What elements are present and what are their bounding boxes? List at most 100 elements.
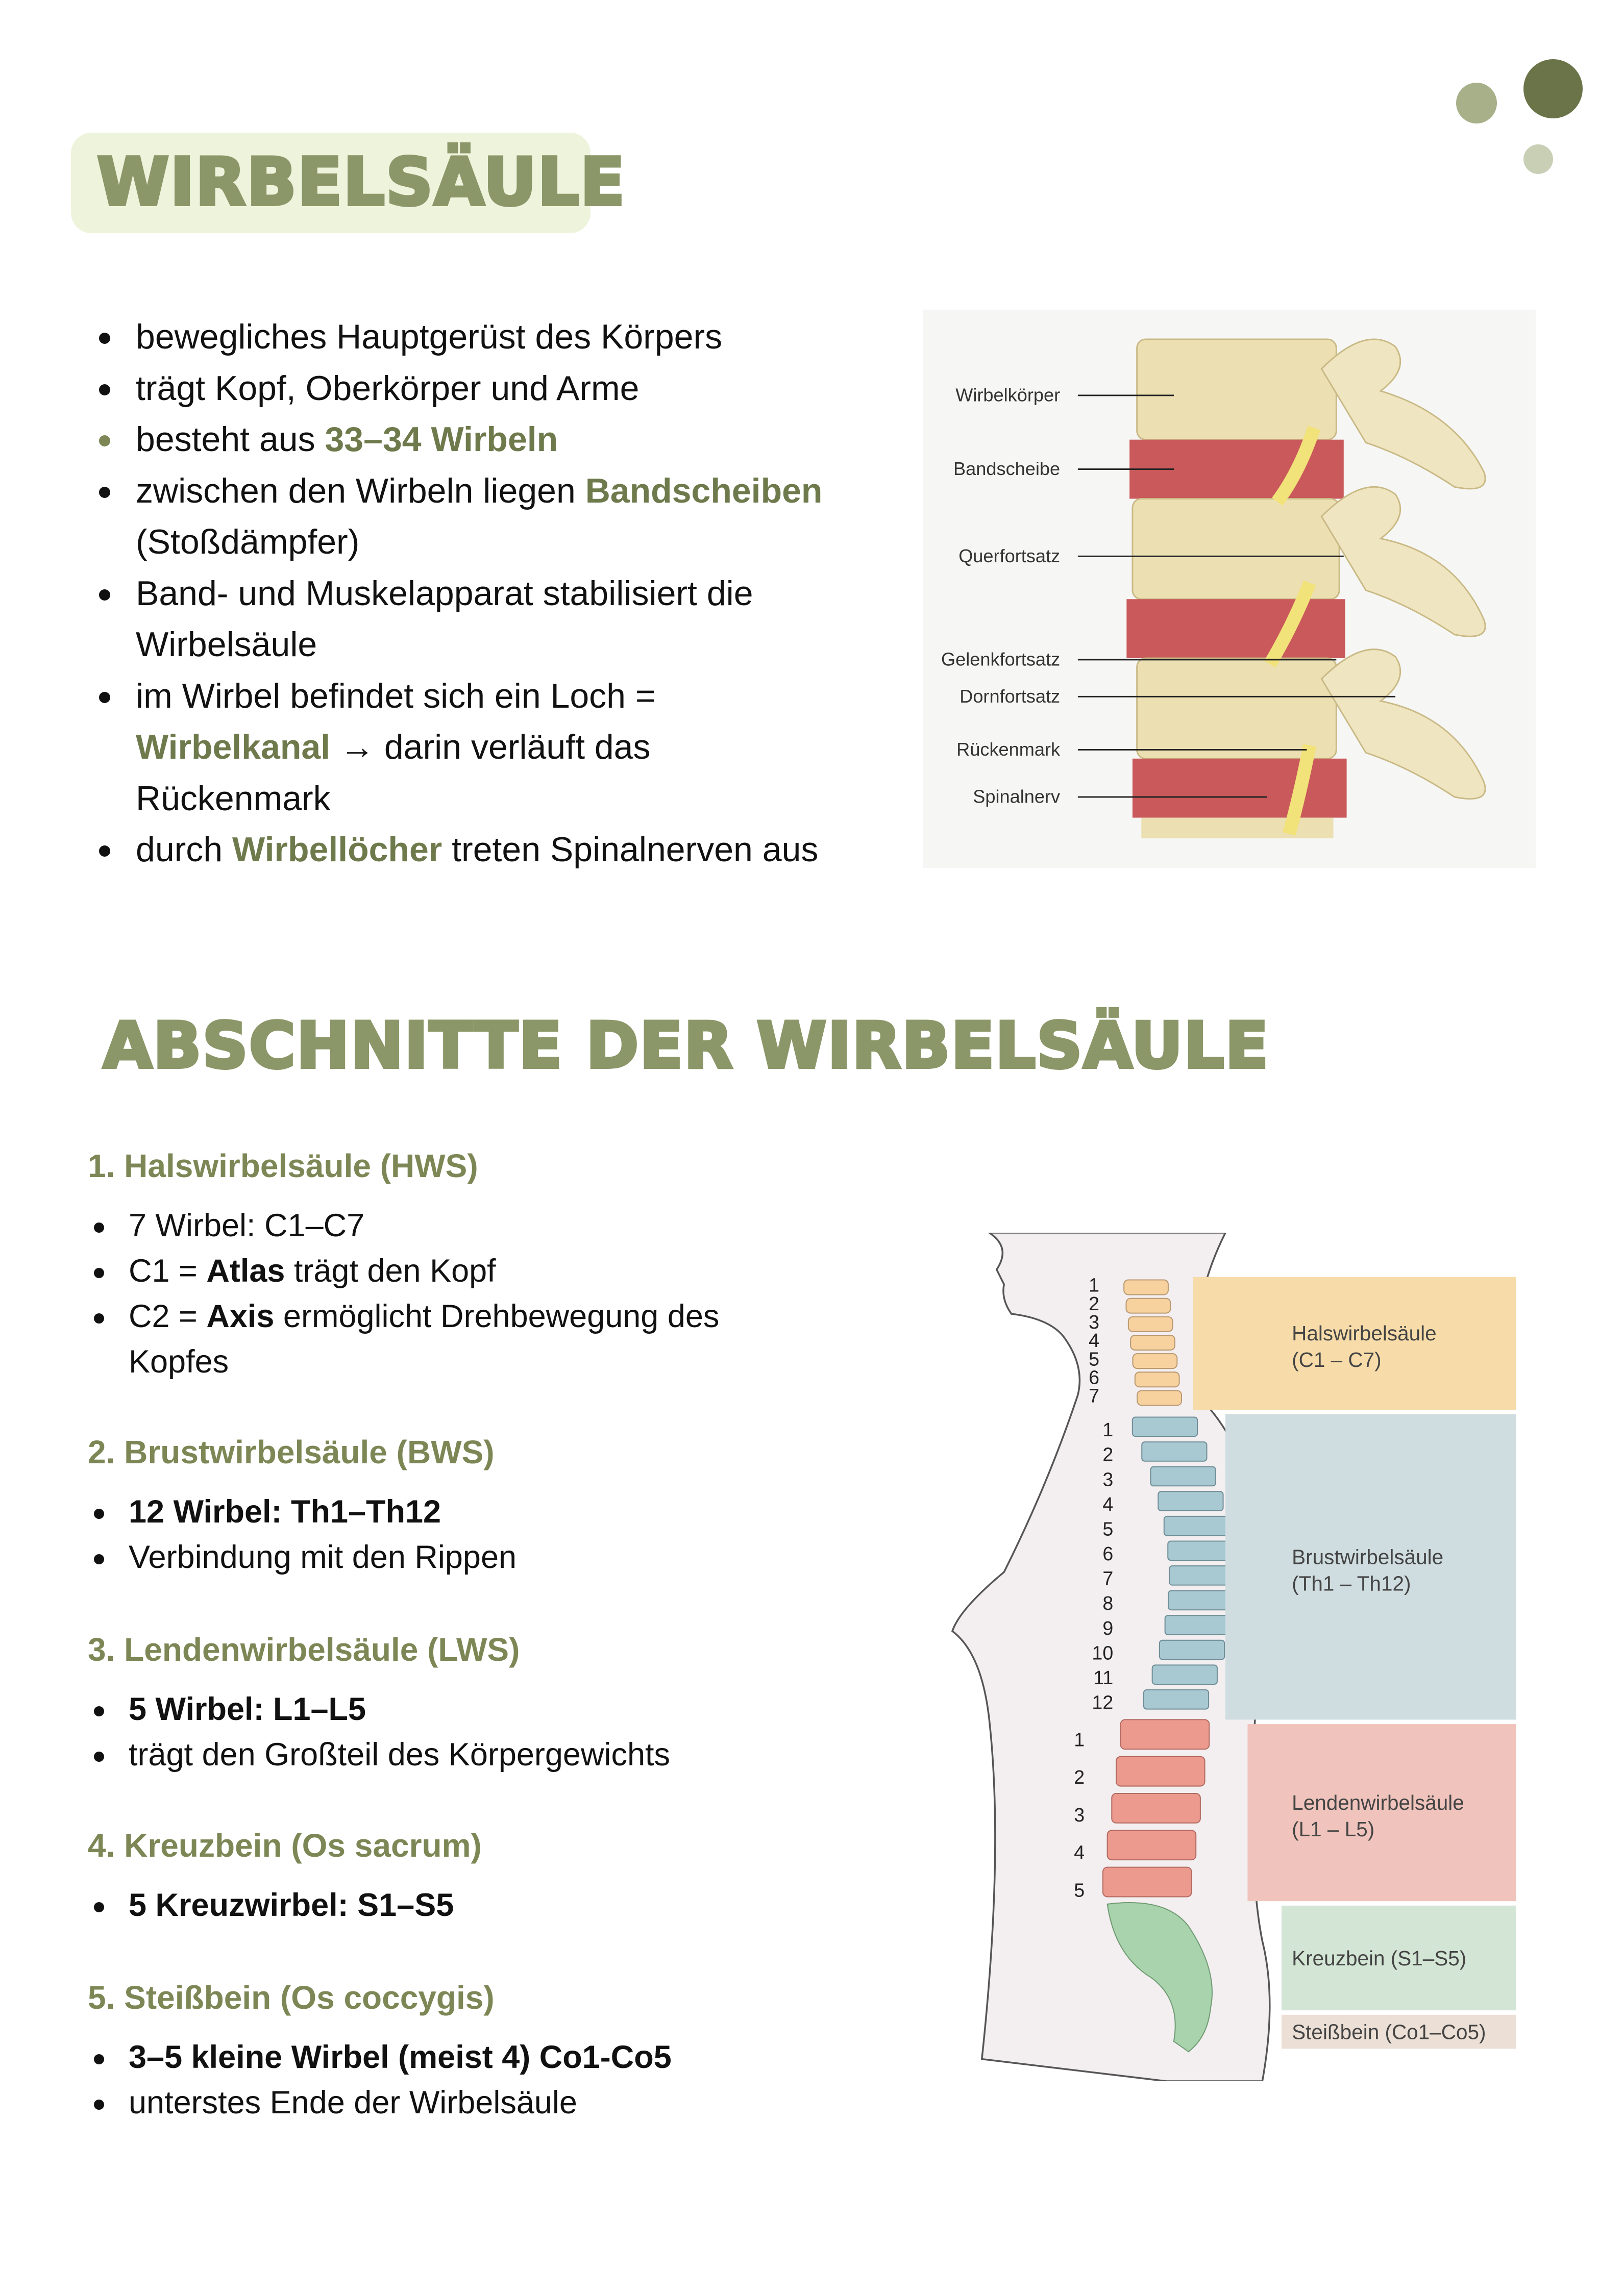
sections-heading: ABSCHNITTE DER WIRBELSÄULE xyxy=(102,1008,1270,1084)
lumbar-vertebra xyxy=(1111,1793,1201,1824)
lumbar-vertebra xyxy=(1106,1830,1197,1861)
thoracic-vertebra xyxy=(1141,1441,1208,1462)
sacrum xyxy=(1106,1902,1213,2053)
thoracic-vertebra xyxy=(1151,1664,1218,1685)
region-box xyxy=(1281,1905,1516,2011)
diagram-label: Wirbelkörper xyxy=(955,384,1060,405)
thoracic-vertebra xyxy=(1150,1466,1216,1487)
list-item: im Wirbel befindet sich ein Loch =Wirbel… xyxy=(97,670,822,825)
text: Kopfes xyxy=(129,1344,229,1380)
decor-dot-small xyxy=(1523,144,1553,174)
text: treten Spinalnerven aus xyxy=(442,830,819,869)
intro-list: bewegliches Hauptgerüst des Körpers trägt… xyxy=(97,311,822,876)
diagram-label: Querfortsatz xyxy=(958,545,1060,566)
region-name: Lendenwirbelsäule xyxy=(1292,1791,1464,1814)
cervical-vertebra xyxy=(1125,1297,1171,1314)
text: trägt den Großteil des Körpergewichts xyxy=(129,1737,671,1773)
text: → darin verläuft das xyxy=(330,728,651,766)
text: Wirbelsäule xyxy=(136,625,317,664)
vertebra-number: 10 xyxy=(1092,1642,1113,1663)
text: trägt den Kopf xyxy=(285,1253,496,1289)
list-item: 3–5 kleine Wirbel (meist 4) Co1-Co5 xyxy=(88,2035,672,2080)
vertebra-number: 8 xyxy=(1102,1592,1113,1614)
region-box xyxy=(1281,2014,1516,2049)
vertebra-number: 5 xyxy=(1089,1348,1099,1369)
text: bewegliches Hauptgerüst des Körpers xyxy=(136,317,723,356)
spine-regions-diagram: Halswirbelsäule (C1 – C7) Brustwirbelsäule… xyxy=(951,1233,1516,2081)
region-name: Halswirbelsäule xyxy=(1292,1321,1437,1345)
text: (Stoßdämpfer) xyxy=(136,522,360,561)
list-item: 5 Kreuzwirbel: S1–S5 xyxy=(88,1883,482,1928)
vertebra-diagram: WirbelkörperBandscheibeQuerfortsatzGelen… xyxy=(923,310,1536,868)
diagram-label: Bandscheibe xyxy=(953,458,1060,479)
cervical-vertebra xyxy=(1130,1334,1175,1351)
list-item: trägt Kopf, Oberkörper und Arme xyxy=(97,363,822,414)
section-heading: 5. Steißbein (Os coccygis) xyxy=(88,1979,495,2016)
section-block: 2. Brustwirbelsäule (BWS)12 Wirbel: Th1–… xyxy=(88,1429,516,1580)
region-range: (C1 – C7) xyxy=(1292,1348,1381,1371)
list-item: besteht aus 33–34 Wirbeln xyxy=(97,414,822,465)
thoracic-vertebra xyxy=(1169,1565,1235,1586)
thoracic-vertebra xyxy=(1131,1416,1198,1437)
section-block: 3. Lendenwirbelsäule (LWS)5 Wirbel: L1–L… xyxy=(88,1627,670,1778)
lumbar-vertebra xyxy=(1102,1866,1192,1898)
vertebra-number: 2 xyxy=(1102,1444,1113,1465)
list-item: 12 Wirbel: Th1–Th12 xyxy=(88,1489,516,1535)
section-list: 5 Kreuzwirbel: S1–S5 xyxy=(88,1883,482,1928)
spine-illustration xyxy=(1102,1279,1235,2053)
lumbar-vertebra xyxy=(1120,1719,1210,1750)
vertebra-number: 5 xyxy=(1074,1879,1085,1901)
cervical-vertebra xyxy=(1134,1371,1180,1388)
vertebra-number: 7 xyxy=(1102,1568,1113,1589)
vertebra-number: 11 xyxy=(1093,1667,1113,1688)
thoracic-vertebra xyxy=(1167,1540,1234,1561)
bold-text: Wirbellöcher xyxy=(232,830,442,869)
vertebra-number: 4 xyxy=(1074,1842,1085,1863)
lumbar-vertebra xyxy=(1116,1756,1205,1787)
text: besteht aus xyxy=(136,420,325,459)
text: ermöglicht Drehbewegung des xyxy=(274,1299,720,1334)
vertebra-number: 2 xyxy=(1089,1293,1099,1314)
text: Rückenmark xyxy=(136,779,331,818)
region-range: (L1 – L5) xyxy=(1292,1817,1374,1841)
region-name: Brustwirbelsäule xyxy=(1292,1545,1443,1568)
bold-text: 5 Wirbel: L1–L5 xyxy=(129,1691,366,1727)
vertebra-number: 1 xyxy=(1089,1275,1099,1296)
vertebra-number: 9 xyxy=(1102,1617,1113,1639)
vertebra-number: 12 xyxy=(1092,1692,1113,1713)
text: im Wirbel befindet sich ein Loch = xyxy=(136,676,656,715)
vertebra-number: 3 xyxy=(1074,1804,1085,1826)
list-item: Band- und Muskelapparat stabilisiert die… xyxy=(97,568,822,670)
page-title: WIRBELSÄULE xyxy=(95,143,626,222)
diagram-label: Rückenmark xyxy=(956,739,1061,760)
thoracic-vertebra xyxy=(1143,1689,1210,1710)
diagram-label: Dornfortsatz xyxy=(959,686,1060,707)
bold-text: 12 Wirbel: Th1–Th12 xyxy=(129,1494,441,1530)
vertebra-illustration xyxy=(1126,338,1486,839)
list-item: unterstes Ende der Wirbelsäule xyxy=(88,2080,672,2126)
section-list: 5 Wirbel: L1–L5 trägt den Großteil des Kö… xyxy=(88,1687,670,1778)
list-item: trägt den Großteil des Körpergewichts xyxy=(88,1732,670,1778)
text: Verbindung mit den Rippen xyxy=(129,1539,517,1575)
bold-text: Atlas xyxy=(206,1253,285,1289)
vertebra-number: 4 xyxy=(1102,1493,1113,1515)
cervical-vertebra xyxy=(1132,1353,1178,1369)
bold-text: 3–5 kleine Wirbel (meist 4) Co1-Co5 xyxy=(129,2039,672,2075)
vertebra-number: 1 xyxy=(1102,1419,1113,1440)
bold-text: 5 Kreuzwirbel: S1–S5 xyxy=(129,1887,454,1923)
diagram-label: Gelenkfortsatz xyxy=(941,648,1060,669)
text: 7 Wirbel: C1–C7 xyxy=(129,1208,365,1243)
list-item: durch Wirbellöcher treten Spinalnerven a… xyxy=(97,824,822,876)
vertebra-number: 3 xyxy=(1102,1468,1113,1490)
list-item: zwischen den Wirbeln liegen Bandscheiben… xyxy=(97,465,822,568)
list-item: 5 Wirbel: L1–L5 xyxy=(88,1687,670,1732)
title-box xyxy=(71,133,590,233)
section-list: 3–5 kleine Wirbel (meist 4) Co1-Co5 unter… xyxy=(88,2035,672,2126)
text: unterstes Ende der Wirbelsäule xyxy=(129,2085,577,2120)
vertebra-number: 6 xyxy=(1102,1543,1113,1564)
vertebra-number: 2 xyxy=(1074,1766,1085,1788)
vertebra-number: 3 xyxy=(1089,1311,1099,1333)
cervical-vertebra xyxy=(1123,1279,1169,1295)
